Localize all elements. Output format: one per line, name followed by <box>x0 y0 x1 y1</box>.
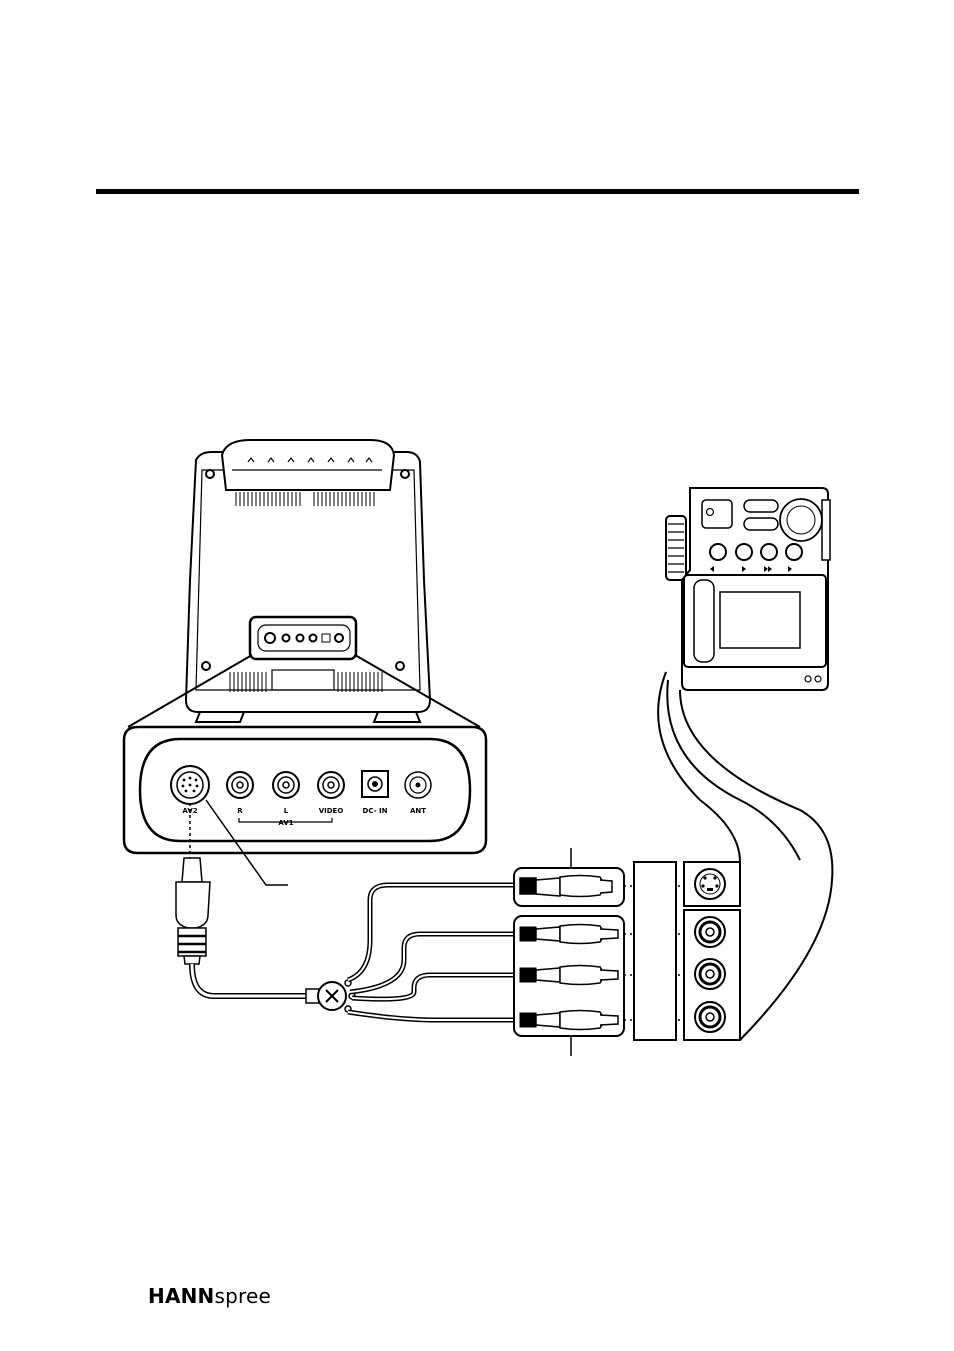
tv-back-illustration <box>128 440 480 727</box>
cable-splitter <box>306 980 355 1012</box>
enlarged-port-panel <box>124 727 486 853</box>
camcorder-illustration <box>666 488 830 690</box>
audio-right-label: R <box>237 807 243 815</box>
rca-plug-group <box>514 916 624 1036</box>
s-video-plug <box>514 868 624 906</box>
brand-bold-text: HANN <box>148 1284 215 1308</box>
brand-light-text: spree <box>215 1284 272 1308</box>
camcorder-port-panel <box>684 862 740 1040</box>
video-label: VIDEO <box>319 807 344 815</box>
hannspree-logo: HANNspree <box>148 1284 271 1308</box>
ant-label: ANT <box>410 807 426 815</box>
connector-divider <box>634 862 676 1040</box>
audio-left-label: L <box>284 807 289 815</box>
dc-in-label: DC- IN <box>363 807 388 815</box>
av2-port-icon <box>171 766 209 804</box>
av1-label: AV1 <box>278 819 293 827</box>
